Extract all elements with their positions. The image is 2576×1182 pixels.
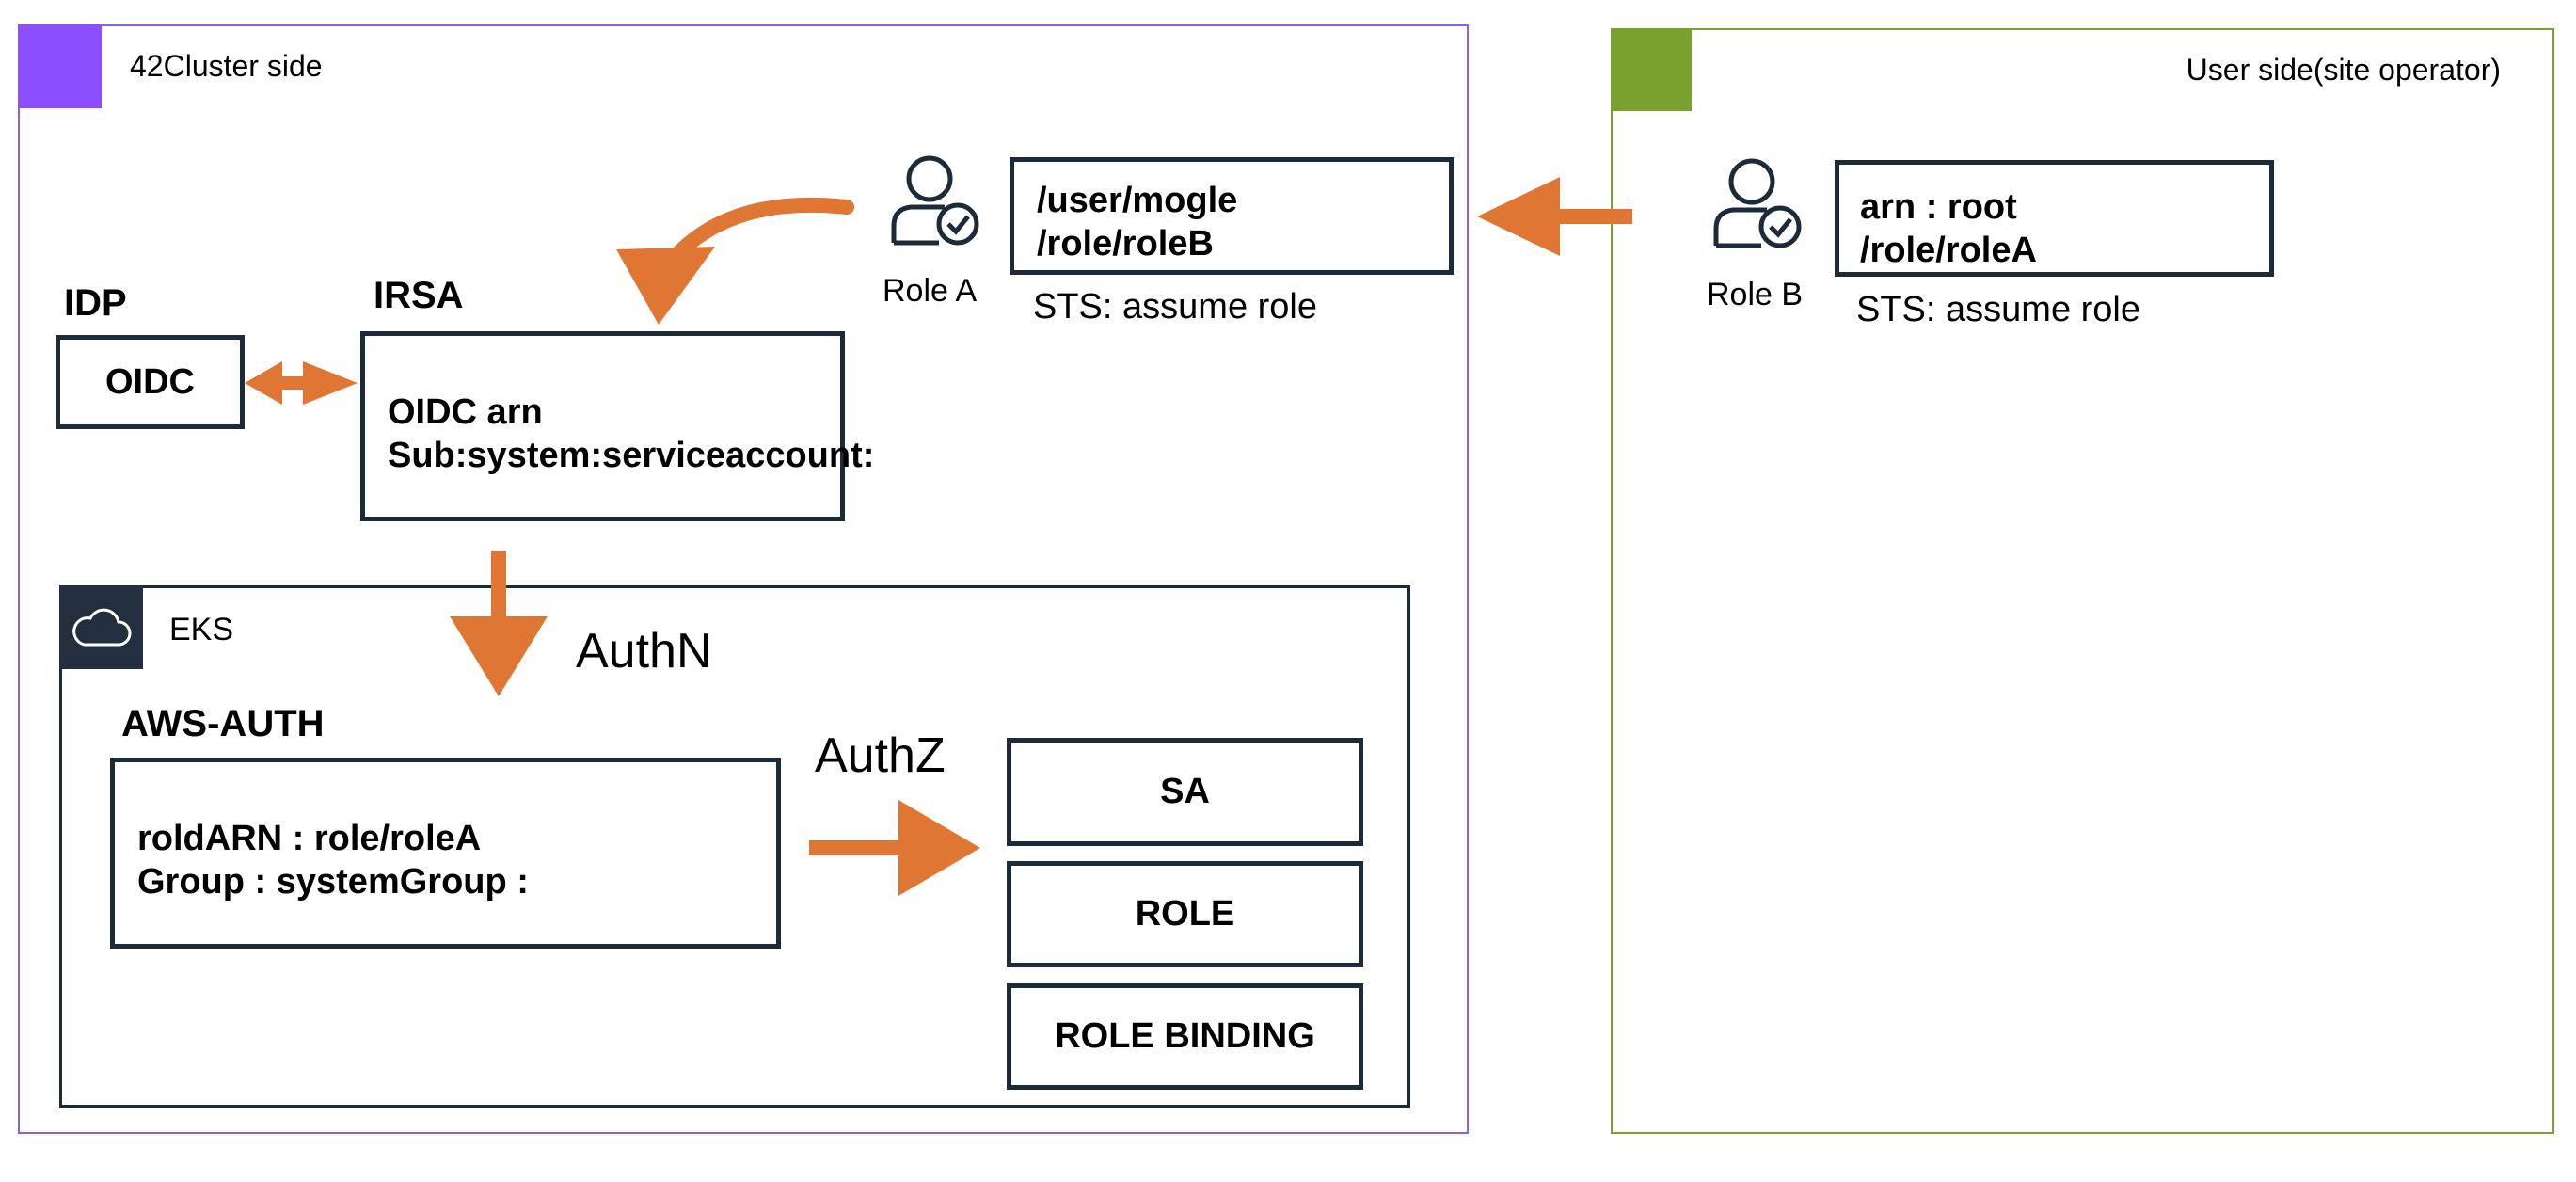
double-arrow-right-head (303, 361, 358, 405)
irsa-heading: IRSA (374, 275, 464, 316)
user-side-group (1611, 28, 2554, 1134)
irsa-line-1: OIDC arn (388, 392, 543, 432)
aws-auth-line-2: Group : systemGroup : (137, 862, 529, 902)
cluster-side-group (18, 24, 1469, 1134)
role-a-caption: STS: assume role (1033, 287, 1317, 327)
irsa-box: OIDC arn Sub:system:serviceaccount: (360, 331, 875, 521)
role-a-line-1: /user/mogle (1037, 181, 1238, 220)
sa-box: SA (1007, 738, 1363, 846)
user-side-tab (1611, 28, 1692, 111)
curved-arrow-head (616, 247, 715, 325)
eks-icon (59, 585, 143, 669)
arrow-user-to-role-a-head (1477, 177, 1560, 256)
user-side-label: User side(site operator) (2186, 53, 2501, 87)
cluster-side-label: 42Cluster side (130, 49, 323, 83)
role-b-icon (1705, 153, 1808, 257)
arrow-user-to-role-a-shaft (1543, 209, 1632, 224)
double-arrow-left-head (245, 361, 282, 405)
aws-auth-heading: AWS-AUTH (121, 703, 325, 744)
role-a-box: /user/mogle /role/roleB (1010, 157, 1454, 275)
aws-auth-line-1: roldARN : role/roleA (137, 819, 482, 858)
authz-arrow-shaft (809, 840, 913, 855)
role-a-icon (883, 151, 986, 254)
eks-frame (59, 585, 1410, 1108)
aws-auth-box: roldARN : role/roleA Group : systemGroup… (110, 758, 781, 949)
oidc-box: OIDC (56, 335, 245, 429)
authz-label: AuthZ (815, 728, 946, 783)
role-a-line-2: /role/roleB (1037, 224, 1214, 264)
idp-heading: IDP (64, 282, 127, 324)
role-b-line-1: arn : root (1860, 187, 2017, 227)
authn-label: AuthN (576, 624, 712, 679)
role-b-label: Role B (1707, 277, 1804, 312)
authz-arrow-head (898, 800, 980, 896)
role-b-line-2: /role/roleA (1860, 231, 2037, 270)
role-a-label: Role A (883, 273, 978, 309)
eks-label: EKS (169, 612, 234, 647)
authn-arrow-head (450, 616, 548, 696)
role-box: ROLE (1007, 861, 1363, 967)
cluster-side-tab (18, 24, 102, 108)
irsa-line-2: Sub:system:serviceaccount: (388, 436, 875, 475)
role-b-box: arn : root /role/roleA (1835, 160, 2274, 277)
authn-arrow-shaft (491, 551, 506, 626)
role-b-caption: STS: assume role (1856, 290, 2140, 329)
role-binding-box: ROLE BINDING (1007, 983, 1363, 1090)
